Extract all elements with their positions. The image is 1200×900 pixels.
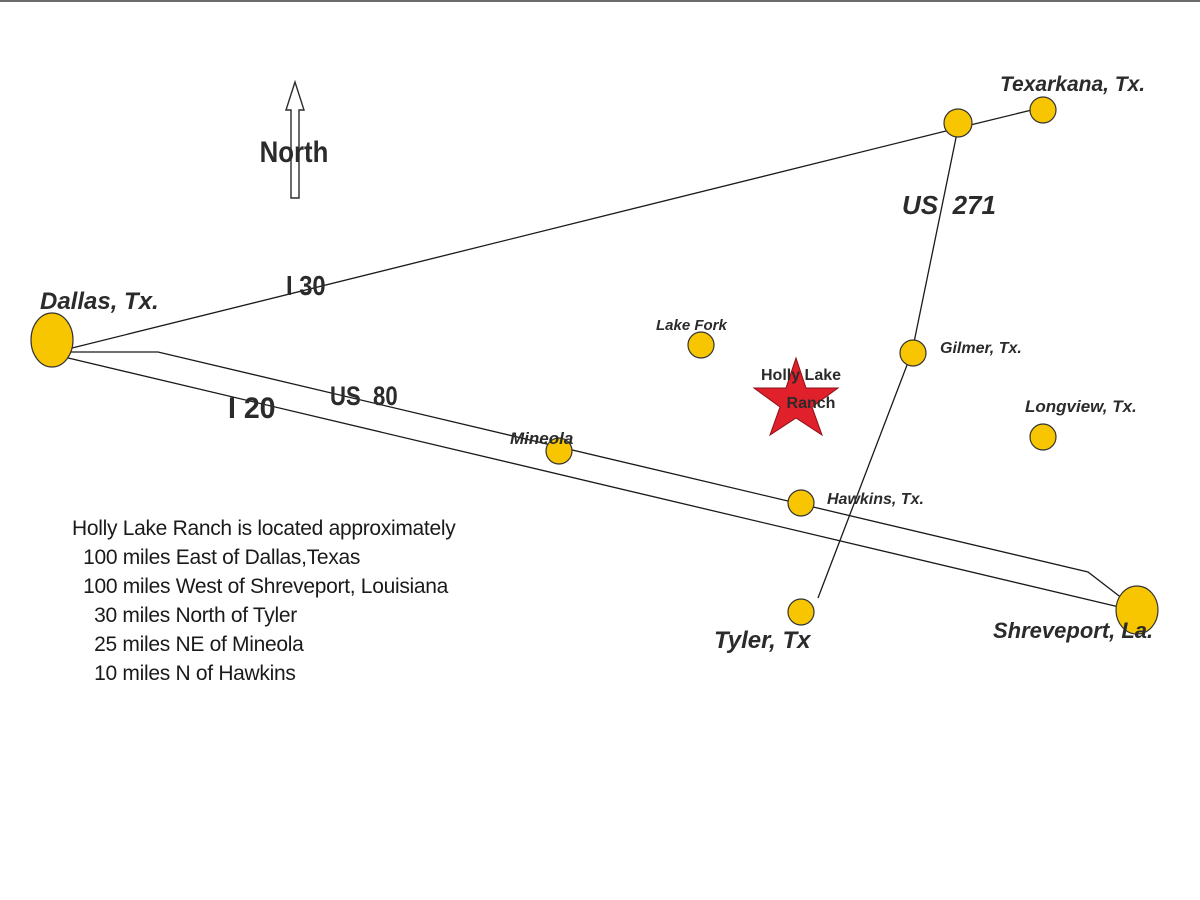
road-label-us80: US 80: [330, 382, 398, 412]
city-label-longview: Longview, Tx.: [1025, 397, 1137, 416]
city-label-mineola: Mineola: [510, 429, 573, 448]
info-line: 100 miles East of Dallas,Texas: [72, 546, 361, 569]
destination-label-line1: Holly Lake: [761, 367, 841, 384]
road-i20: [63, 356, 1137, 612]
top-border: [0, 0, 1200, 2]
info-line: 100 miles West of Shreveport, Louisiana: [72, 575, 449, 598]
road-i30: [63, 107, 1041, 351]
info-line: 30 miles North of Tyler: [72, 604, 297, 627]
road-label-i30: I 30: [286, 269, 326, 301]
city-marker-longview: [1029, 423, 1057, 451]
city-label-tyler: Tyler, Tx: [714, 627, 812, 654]
city-label-hawkins: Hawkins, Tx.: [827, 491, 924, 508]
info-line: Holly Lake Ranch is located approximatel…: [72, 517, 456, 540]
info-line: 10 miles N of Hawkins: [72, 662, 296, 685]
city-label-dallas: Dallas, Tx.: [40, 288, 159, 315]
north-label: North: [260, 135, 329, 168]
city-marker-mineola: [545, 437, 573, 465]
city-label-shreveport: Shreveport, La.: [993, 618, 1153, 643]
road-label-i20: I 20: [228, 392, 276, 425]
city-marker-shreveport: [1115, 585, 1159, 635]
city-marker-texarkana: [1029, 96, 1057, 124]
city-marker-gilmer: [899, 339, 927, 367]
city-label-lake-fork: Lake Fork: [656, 317, 728, 334]
city-marker-lake-fork: [687, 331, 715, 359]
city-marker-texarkana-junction: [943, 108, 973, 138]
city-marker-tyler: [787, 598, 815, 626]
destination-label-line2: Ranch: [787, 395, 836, 412]
north-arrow-icon: [285, 79, 305, 199]
road-label-us271: US 271: [902, 190, 996, 220]
road-us80: [64, 351, 1137, 610]
location-info: Holly Lake Ranch is located approximatel…: [72, 514, 542, 688]
info-line: 25 miles NE of Mineola: [72, 633, 304, 656]
city-marker-hawkins: [787, 489, 815, 517]
city-label-gilmer: Gilmer, Tx.: [940, 340, 1022, 357]
holly-lake-ranch-star-icon: [752, 356, 840, 437]
city-marker-dallas: [30, 312, 74, 368]
city-label-texarkana: Texarkana, Tx.: [1000, 73, 1145, 96]
